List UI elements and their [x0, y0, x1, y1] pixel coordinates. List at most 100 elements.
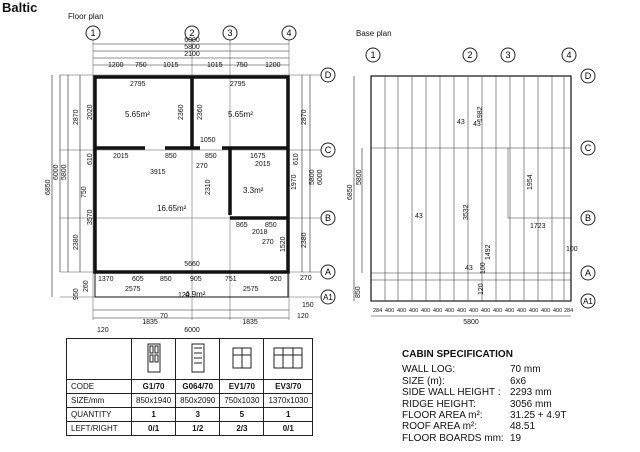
- svg-text:270: 270: [300, 275, 312, 282]
- svg-text:2020: 2020: [87, 104, 94, 120]
- svg-text:610: 610: [293, 153, 300, 165]
- svg-text:1015: 1015: [163, 62, 179, 69]
- spec-value: 6x6: [510, 375, 527, 387]
- spec-row: RIDGE HEIGHT:3056 mm: [402, 399, 566, 410]
- svg-text:D: D: [325, 70, 332, 80]
- svg-text:850: 850: [265, 222, 277, 229]
- code-cell: EV3/70: [263, 379, 314, 394]
- svg-text:120: 120: [178, 292, 190, 299]
- svg-text:B: B: [325, 213, 331, 223]
- svg-text:1954: 1954: [527, 174, 534, 190]
- size-cell: 750x1030: [219, 393, 265, 408]
- svg-text:6000: 6000: [184, 37, 200, 44]
- svg-text:400: 400: [385, 308, 394, 314]
- svg-text:400: 400: [481, 308, 490, 314]
- svg-text:905: 905: [190, 276, 202, 283]
- svg-text:400: 400: [493, 308, 502, 314]
- svg-text:2795: 2795: [130, 81, 146, 88]
- svg-text:1200: 1200: [265, 62, 281, 69]
- spec-key: ROOF AREA m²:: [402, 421, 478, 433]
- svg-text:850: 850: [160, 276, 172, 283]
- svg-text:A1: A1: [583, 297, 593, 306]
- svg-text:2018: 2018: [252, 229, 268, 236]
- svg-text:120: 120: [297, 313, 309, 320]
- row-label-leftright: LEFT/RIGHT: [66, 421, 132, 436]
- size-cell: 850x2090: [175, 393, 221, 408]
- svg-text:850: 850: [165, 153, 177, 160]
- svg-text:270: 270: [196, 163, 208, 170]
- svg-text:5.65m²: 5.65m²: [125, 110, 150, 119]
- svg-text:70: 70: [160, 313, 168, 320]
- quantity-cell: 3: [175, 407, 221, 422]
- spec-heading: CABIN SPECIFICATION: [402, 349, 513, 360]
- svg-text:A1: A1: [323, 293, 333, 302]
- window-ev3-icon: [263, 338, 314, 380]
- svg-text:400: 400: [505, 308, 514, 314]
- base-row-D: D: [580, 68, 596, 84]
- svg-text:400: 400: [433, 308, 442, 314]
- page-title: Baltic: [2, 0, 38, 15]
- svg-text:750: 750: [81, 186, 88, 198]
- svg-text:4: 4: [566, 50, 571, 60]
- svg-text:43: 43: [473, 121, 481, 128]
- bottom-ticks: 284 400 400 400 400 400 400 400 400 400 …: [373, 308, 573, 314]
- spec-key: FLOOR AREA m²:: [402, 410, 483, 422]
- spec-key: SIZE (m):: [402, 375, 445, 387]
- svg-text:920: 920: [270, 276, 282, 283]
- svg-text:2: 2: [467, 50, 472, 60]
- floor-row-A1: A1: [320, 289, 336, 305]
- svg-text:1: 1: [370, 50, 375, 60]
- svg-text:751: 751: [225, 276, 237, 283]
- svg-text:2870: 2870: [73, 109, 80, 125]
- svg-text:100: 100: [480, 262, 487, 274]
- svg-text:2380: 2380: [301, 232, 308, 248]
- svg-text:2870: 2870: [301, 109, 308, 125]
- svg-text:6000: 6000: [53, 164, 60, 180]
- spec-value: 31.25 + 4.9T: [510, 410, 567, 422]
- svg-text:2: 2: [189, 28, 194, 38]
- floor-plan-label: Floor plan: [68, 12, 104, 21]
- spec-value: 3056 mm: [510, 398, 552, 410]
- svg-text:2100: 2100: [184, 51, 200, 58]
- svg-text:2360: 2360: [197, 104, 204, 120]
- quantity-cell: 1: [263, 407, 314, 422]
- svg-text:3570: 3570: [87, 209, 94, 225]
- floor-axis-1: 1: [85, 25, 101, 41]
- svg-text:605: 605: [132, 276, 144, 283]
- spec-row: SIDE WALL HEIGHT :2293 mm: [402, 387, 566, 398]
- svg-text:D: D: [585, 71, 592, 81]
- svg-text:2310: 2310: [205, 179, 212, 195]
- svg-text:400: 400: [529, 308, 538, 314]
- spec-key: FLOOR BOARDS mm:: [402, 432, 504, 444]
- spec-value: 48.51: [510, 421, 536, 433]
- svg-text:120: 120: [478, 283, 485, 295]
- svg-text:3.3m²: 3.3m²: [243, 186, 264, 195]
- spec-value: 19: [510, 432, 522, 444]
- svg-text:3532: 3532: [463, 204, 470, 220]
- svg-text:C: C: [325, 145, 332, 155]
- code-cell: G1/70: [130, 379, 177, 394]
- svg-text:400: 400: [421, 308, 430, 314]
- svg-text:400: 400: [445, 308, 454, 314]
- base-row-A: A: [580, 265, 596, 281]
- doors-windows-table: CODE G1/70 G064/70 EV1/70 EV3/70 SIZE/mm…: [66, 338, 314, 436]
- spec-row: FLOOR BOARDS mm: 19: [402, 433, 566, 444]
- svg-text:2795: 2795: [230, 81, 246, 88]
- svg-text:100: 100: [566, 246, 578, 253]
- joists: [384, 76, 565, 301]
- svg-text:1050: 1050: [200, 137, 216, 144]
- svg-text:2575: 2575: [125, 286, 141, 293]
- floor-axis-4: 4: [281, 25, 297, 41]
- leftright-cell: 0/1: [130, 421, 177, 436]
- floor-row-D: D: [320, 67, 336, 83]
- svg-text:43: 43: [465, 265, 473, 272]
- svg-text:2015: 2015: [113, 153, 129, 160]
- svg-text:2015: 2015: [255, 161, 271, 168]
- svg-text:120: 120: [97, 327, 109, 334]
- size-cell: 1370x1030: [263, 393, 314, 408]
- floor-walls: [93, 75, 290, 274]
- row-label-size: SIZE/mm: [66, 393, 132, 408]
- svg-text:850: 850: [205, 153, 217, 160]
- svg-text:284: 284: [564, 308, 573, 314]
- svg-text:1675: 1675: [250, 153, 266, 160]
